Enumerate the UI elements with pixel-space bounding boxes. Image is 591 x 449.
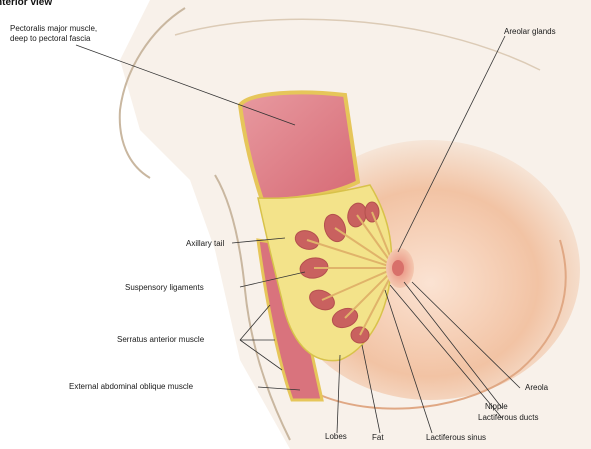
label-lactiferous-sinus: Lactiferous sinus [426, 433, 486, 443]
label-fat: Fat [372, 433, 384, 443]
label-areola: Areola [525, 383, 548, 393]
label-nipple: Nipple [485, 402, 508, 412]
label-pectoralis-line2: deep to pectoral fascia [10, 34, 91, 44]
nipple [392, 260, 404, 276]
pectoralis-muscle [240, 92, 358, 200]
label-axillary-tail: Axillary tail [186, 239, 224, 249]
label-lactiferous-ducts: Lactiferous ducts [478, 413, 538, 423]
label-lobes: Lobes [325, 432, 347, 442]
label-external-oblique: External abdominal oblique muscle [69, 382, 193, 392]
label-areolar-glands: Areolar glands [504, 27, 556, 37]
view-title: nterior view [0, 0, 52, 8]
label-pectoralis-line1: Pectoralis major muscle, [10, 24, 97, 34]
label-serratus-anterior: Serratus anterior muscle [117, 335, 204, 345]
label-suspensory-ligaments: Suspensory ligaments [125, 283, 204, 293]
